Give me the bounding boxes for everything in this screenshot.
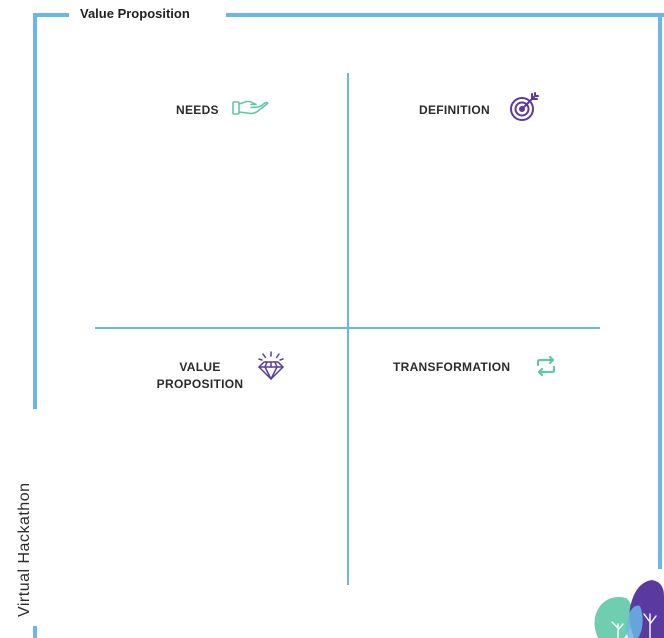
frame-left-bottom-segment: [33, 626, 37, 638]
frame-left-segment: [33, 13, 37, 409]
needs-label: NEEDS: [176, 103, 219, 117]
side-caption: Virtual Hackathon: [16, 482, 33, 618]
hackathon-logo: [594, 580, 664, 638]
value-proposition-label-line1: VALUE: [179, 360, 221, 374]
frame-top-right-segment: [226, 13, 664, 17]
frame-right-segment: [658, 13, 662, 569]
frame-top-left-segment: [33, 13, 69, 17]
repeat-icon: [536, 355, 556, 377]
transformation-label: TRANSFORMATION: [393, 360, 511, 374]
page-title: Value Proposition: [80, 6, 190, 21]
definition-label: DEFINITION: [419, 103, 490, 117]
vertical-divider: [347, 73, 349, 585]
hand-icon: [232, 100, 269, 115]
diamond-icon: [258, 351, 284, 380]
target-icon: [510, 92, 539, 121]
value-proposition-label-line2: PROPOSITION: [156, 377, 244, 391]
